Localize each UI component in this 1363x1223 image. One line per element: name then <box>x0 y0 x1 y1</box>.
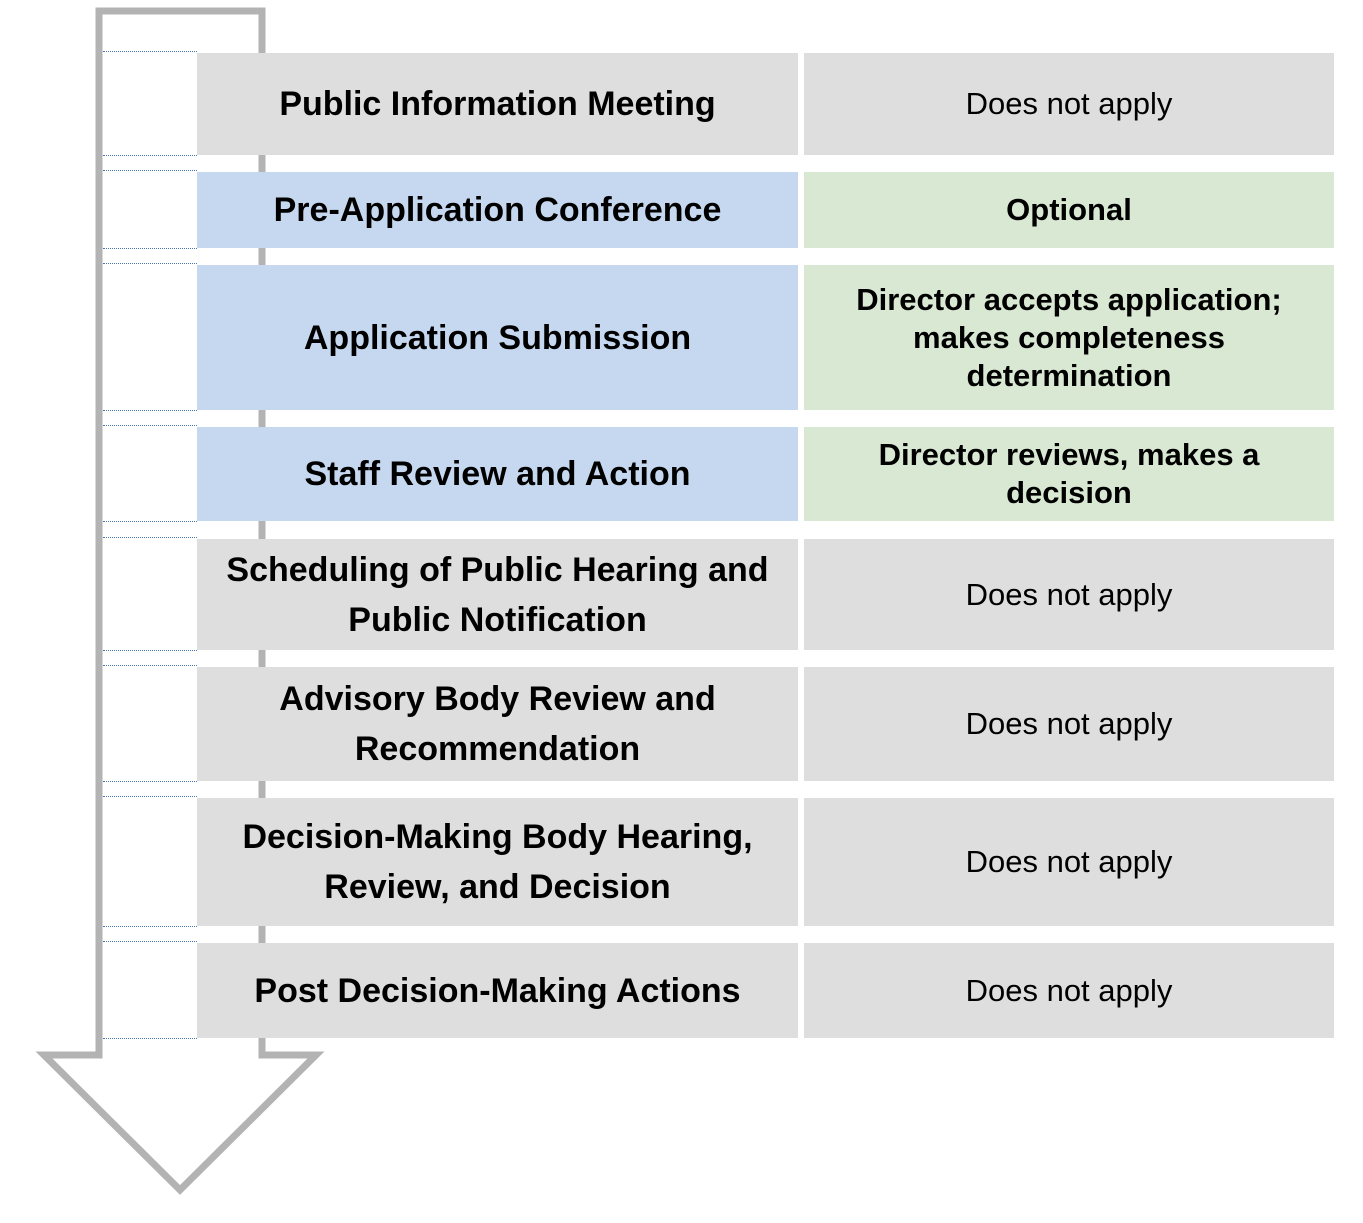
step-pre-application-conference: Pre-Application Conference <box>197 172 798 248</box>
step-staff-review-and-action: Staff Review and Action <box>197 427 798 521</box>
row-divider <box>103 410 197 411</box>
row-divider <box>103 521 197 522</box>
step-application-submission: Application Submission <box>197 265 798 410</box>
step-scheduling-public-hearing: Scheduling of Public Hearing and Public … <box>197 539 798 650</box>
row-divider <box>103 248 197 249</box>
row-divider <box>103 650 197 651</box>
row-divider <box>103 665 197 666</box>
status-public-information-meeting: Does not apply <box>804 53 1334 155</box>
step-decision-making-body-hearing: Decision-Making Body Hearing, Review, an… <box>197 798 798 926</box>
row-divider <box>103 263 197 264</box>
step-advisory-body-review: Advisory Body Review and Recommendation <box>197 667 798 781</box>
row-divider <box>103 941 197 942</box>
row-divider <box>103 1038 197 1039</box>
status-scheduling-public-hearing: Does not apply <box>804 539 1334 650</box>
step-post-decision-making-actions: Post Decision-Making Actions <box>197 943 798 1038</box>
status-application-submission: Director accepts application; makes comp… <box>804 265 1334 410</box>
row-divider <box>103 781 197 782</box>
row-divider <box>103 155 197 156</box>
status-pre-application-conference: Optional <box>804 172 1334 248</box>
status-advisory-body-review: Does not apply <box>804 667 1334 781</box>
row-divider <box>103 170 197 171</box>
status-decision-making-body-hearing: Does not apply <box>804 798 1334 926</box>
row-divider <box>103 926 197 927</box>
row-divider <box>103 796 197 797</box>
row-divider <box>103 537 197 538</box>
row-divider <box>103 51 197 52</box>
step-public-information-meeting: Public Information Meeting <box>197 53 798 155</box>
row-divider <box>103 425 197 426</box>
status-post-decision-making-actions: Does not apply <box>804 943 1334 1038</box>
status-staff-review-and-action: Director reviews, makes a decision <box>804 427 1334 521</box>
